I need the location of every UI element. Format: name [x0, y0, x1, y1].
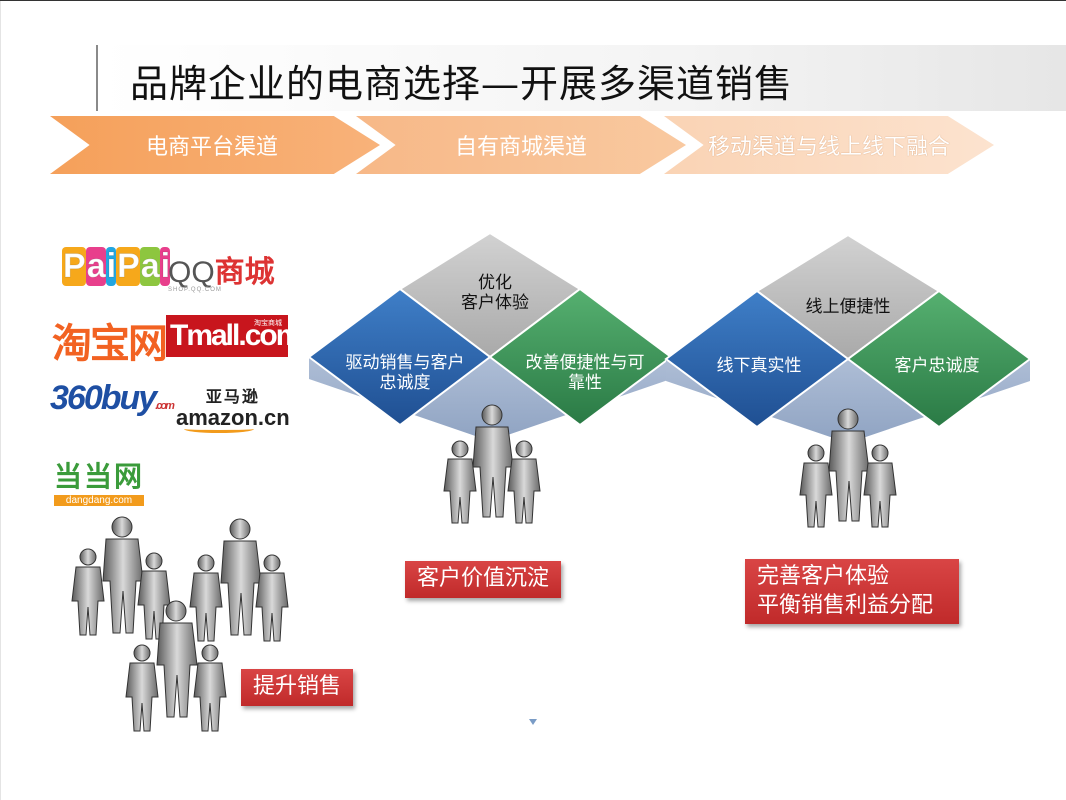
- block2-left-label: 线下真实性: [716, 355, 802, 376]
- slide-edge: [0, 1, 1, 800]
- customer-experience-line-2: 平衡销售利益分配: [757, 592, 934, 618]
- amazon-smile-icon: [184, 425, 254, 433]
- jd-logo-small: .com: [155, 400, 175, 412]
- people-group-value-icon: [443, 404, 541, 524]
- tmall-logo-small: 淘宝商城: [254, 320, 282, 327]
- taobao-logo: 淘宝网: [52, 321, 168, 367]
- block1-right-label: 改善便捷性与可靠性: [525, 352, 645, 393]
- qq-logo-cn: 商城: [214, 256, 275, 289]
- block2-right-tile: [846, 289, 1032, 429]
- block2-right-label: 客户忠诚度: [894, 355, 980, 376]
- people-group-experience-icon: [799, 408, 897, 528]
- amazon-logo-cn: 亚马逊: [205, 389, 260, 406]
- dangdang-logo: 当当网 dangdang.com: [54, 455, 145, 506]
- dangdang-logo-text: 当当网: [54, 460, 145, 493]
- sales-boost-label: 提升销售: [241, 669, 354, 706]
- tmall-logo: Tmall.com 淘宝商城: [166, 315, 302, 357]
- customer-experience-label: 完善客户体验 平衡销售利益分配: [745, 559, 959, 625]
- title-bar: [96, 45, 1066, 111]
- customer-value-label: 客户价值沉淀: [405, 561, 562, 598]
- block2-top-label: 线上便捷性: [805, 296, 891, 317]
- dangdang-logo-url: dangdang.com: [54, 495, 145, 506]
- customer-experience-line-1: 完善客户体验: [757, 564, 890, 589]
- page-title: 品牌企业的电商选择—开展多渠道销售: [130, 62, 794, 106]
- block1-left-label: 驱动销售与客户忠诚度: [345, 352, 465, 393]
- diamond-block-group-2: [664, 233, 1032, 443]
- diamond-block-group-1: [307, 231, 673, 441]
- qq-logo-text: QQ: [168, 256, 215, 289]
- block1-top-label: 优化 客户体验: [461, 272, 529, 313]
- people-crowd-sales-icon: [71, 516, 289, 732]
- qq-mall-logo: QQ商城 SHOP.QQ.COM: [168, 247, 275, 293]
- paipai-logo: PaiPai: [62, 247, 171, 286]
- small-down-arrow-icon: [529, 719, 537, 725]
- qq-logo-url: SHOP.QQ.COM: [168, 287, 222, 293]
- jd-logo-text: 360buy: [50, 379, 157, 417]
- chevron-own-store: 自有商城渠道: [356, 116, 686, 174]
- amazon-logo-text: amazon.cn: [176, 405, 290, 430]
- amazon-logo: 亚马逊 amazon.cn: [176, 383, 290, 433]
- chevron-ecommerce-platform: 电商平台渠道: [50, 116, 380, 174]
- tmall-logo-text: Tmall.com: [170, 319, 302, 352]
- jd-360buy-logo: 360buy.com: [50, 379, 175, 418]
- chevron-mobile-o2o: 移动渠道与线上线下融合: [664, 116, 994, 174]
